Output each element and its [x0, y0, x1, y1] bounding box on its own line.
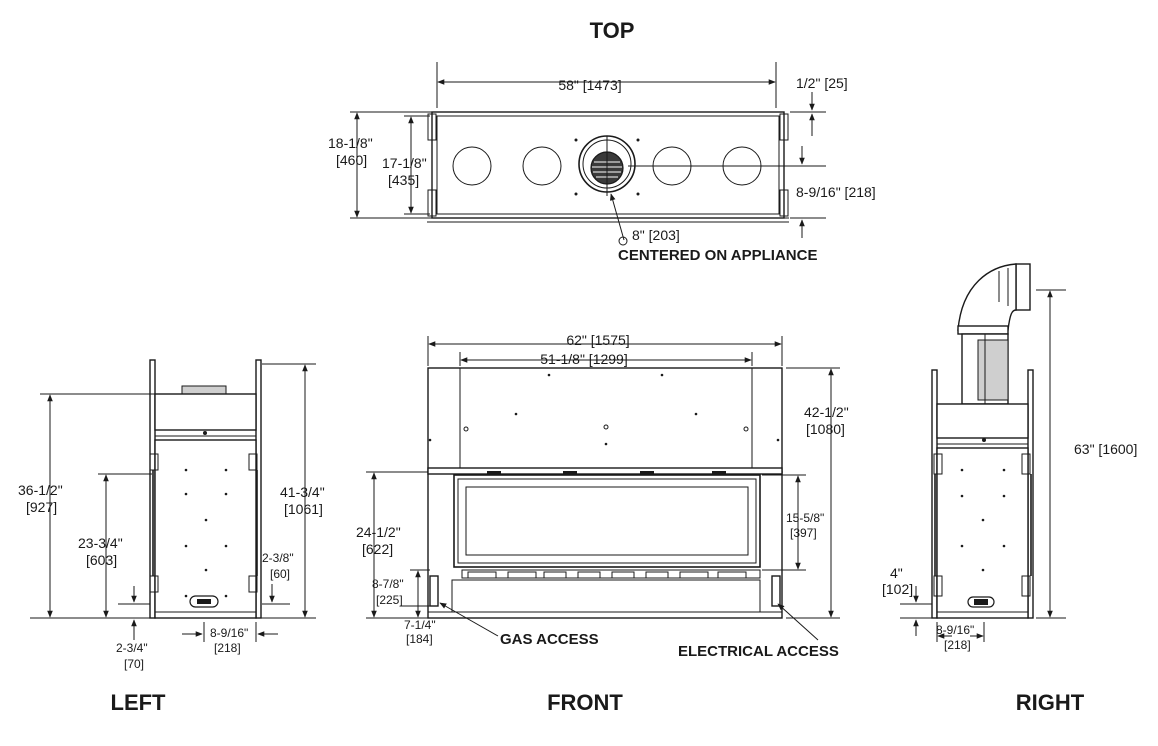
front-height-mm: [1080] [806, 421, 845, 437]
front-lower-mm: [225] [376, 593, 403, 607]
front-opening-in: 24-1/2" [356, 524, 401, 540]
left-side-in: 2-3/8" [262, 551, 294, 565]
view-title-right: RIGHT [1016, 690, 1085, 715]
left-base-in: 2-3/4" [116, 641, 148, 655]
right-view: 63" [1600] 4" [102] 8-9/16" [218] [882, 263, 1137, 652]
left-total-mm: [1061] [284, 501, 323, 517]
top-depth-inner-in: 17-1/8" [382, 155, 427, 171]
front-gas-in: 7-1/4" [404, 618, 436, 632]
electrical-access-label: ELECTRICAL ACCESS [678, 643, 839, 660]
view-title-front: FRONT [547, 690, 623, 715]
top-depth-inner-mm: [435] [388, 172, 419, 188]
front-glass-mm: [397] [790, 526, 817, 540]
knockout-circle [522, 146, 562, 186]
top-width-label: 58" [1473] [558, 77, 621, 93]
knockout-circle [452, 146, 492, 186]
left-side-mm: [60] [270, 567, 290, 581]
right-depth-in: 8-9/16" [936, 623, 974, 637]
left-overall-mm: [927] [26, 499, 57, 515]
front-lower-body [427, 471, 783, 619]
front-height-in: 42-1/2" [804, 404, 849, 420]
right-base-mm: [102] [882, 581, 913, 597]
right-base-in: 4" [890, 565, 903, 581]
front-gas-mm: [184] [406, 632, 433, 646]
front-inner-width: 51-1/8" [1299] [540, 351, 627, 367]
left-body-mm: [603] [86, 552, 117, 568]
left-depth-mm: [218] [214, 641, 241, 655]
left-gas-access [189, 595, 219, 608]
right-height-label: 63" [1600] [1074, 441, 1137, 457]
front-lower-in: 8-7/8" [372, 577, 404, 591]
left-overall-in: 36-1/2" [18, 482, 63, 498]
right-depth-mm: [218] [944, 638, 971, 652]
vent-elbow [957, 263, 1031, 405]
top-depth-outer-mm: [460] [336, 152, 367, 168]
view-title-top: TOP [590, 18, 635, 43]
top-view: 58" [1473] 1/2" [25] 8-9/16" [218] 18-1/… [328, 62, 876, 264]
left-body-in: 23-3/4" [78, 535, 123, 551]
top-depth-outer-in: 18-1/8" [328, 135, 373, 151]
left-base-mm: [70] [124, 657, 144, 671]
firebox-glass [453, 474, 761, 568]
front-overall-width: 62" [1575] [566, 332, 629, 348]
gas-access-label: GAS ACCESS [500, 631, 599, 648]
vent-note-label: CENTERED ON APPLIANCE [618, 247, 817, 264]
left-depth-in: 8-9/16" [210, 626, 248, 640]
front-opening-mm: [622] [362, 541, 393, 557]
front-upper-panel [427, 367, 783, 473]
right-electrical-access [967, 596, 995, 608]
front-glass-in: 15-5/8" [786, 511, 824, 525]
view-title-left: LEFT [111, 690, 167, 715]
left-total-in: 41-3/4" [280, 484, 325, 500]
front-view: 62" [1575] 51-1/8" [1299] 42-1/2" [1080]… [356, 332, 849, 660]
top-offset-label: 1/2" [25] [796, 75, 848, 91]
vent-size-label: 8" [203] [632, 227, 680, 243]
left-view: 36-1/2" [927] 23-3/4" [603] 41-3/4" [106… [18, 359, 325, 671]
top-vent-offset-label: 8-9/16" [218] [796, 184, 876, 200]
louvers [461, 569, 761, 579]
